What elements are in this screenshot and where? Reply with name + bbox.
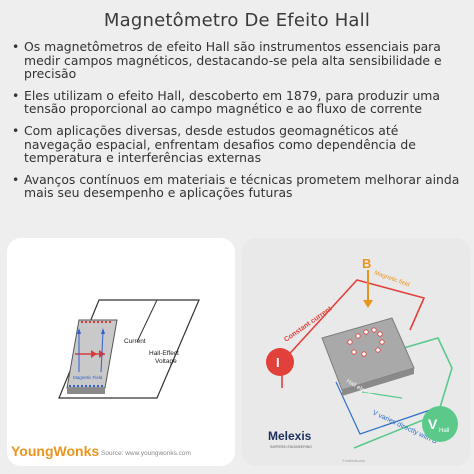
current-source: I bbox=[266, 348, 294, 376]
hall-sensor-diagram: B Magnetic field Constant current I Hall… bbox=[266, 256, 458, 463]
vh-sub-label: Hall bbox=[439, 428, 449, 434]
hall-effect-diagram: Magnetic Field Current Hall-Effect Volta… bbox=[11, 299, 200, 459]
page-title: Magnetômetro De Efeito Hall bbox=[103, 10, 371, 31]
current-i-label: I bbox=[276, 355, 280, 370]
source-text: Source: www.youngwonks.com bbox=[101, 450, 191, 457]
hall-effect-illustration: Magnetic Field Current Hall-Effect Volta… bbox=[7, 238, 235, 466]
vh-label: V bbox=[428, 416, 438, 432]
bullet-item: Com aplicações diversas, desde estudos g… bbox=[12, 124, 464, 165]
hall-voltage-meter: V Hall bbox=[422, 406, 458, 442]
hall-element bbox=[321, 317, 415, 396]
bullet-item: Os magnetômetros de efeito Hall são inst… bbox=[12, 40, 464, 81]
red-circuit-wire bbox=[281, 279, 426, 363]
current-label: Current bbox=[124, 338, 146, 345]
b-letter: B bbox=[362, 256, 371, 271]
bullet-item: Eles utilizam o efeito Hall, descoberto … bbox=[12, 88, 464, 116]
bullet-item: Avanços contínuos em materiais e técnica… bbox=[12, 172, 464, 200]
hall-voltage-label-1: Hall-Effect bbox=[149, 350, 179, 357]
melexis-logo: Melexis bbox=[268, 429, 312, 443]
corner-text: © melexis.com bbox=[342, 459, 365, 463]
youngwonks-logo: YoungWonks bbox=[11, 443, 99, 459]
hall-plate: Magnetic Field bbox=[66, 319, 118, 394]
melexis-tagline: INSPIRED ENGINEERING bbox=[270, 445, 312, 449]
hall-voltage-label-2: Voltage bbox=[155, 358, 177, 365]
bullet-list: Os magnetômetros de efeito Hall são inst… bbox=[12, 40, 464, 208]
melexis-illustration: B Magnetic field Constant current I Hall… bbox=[242, 238, 470, 466]
green-circuit-wire bbox=[353, 337, 453, 449]
wire-segment bbox=[136, 299, 158, 343]
blue-circuit-wire bbox=[335, 381, 437, 435]
magnetic-field-label: Magnetic Field bbox=[73, 375, 103, 380]
